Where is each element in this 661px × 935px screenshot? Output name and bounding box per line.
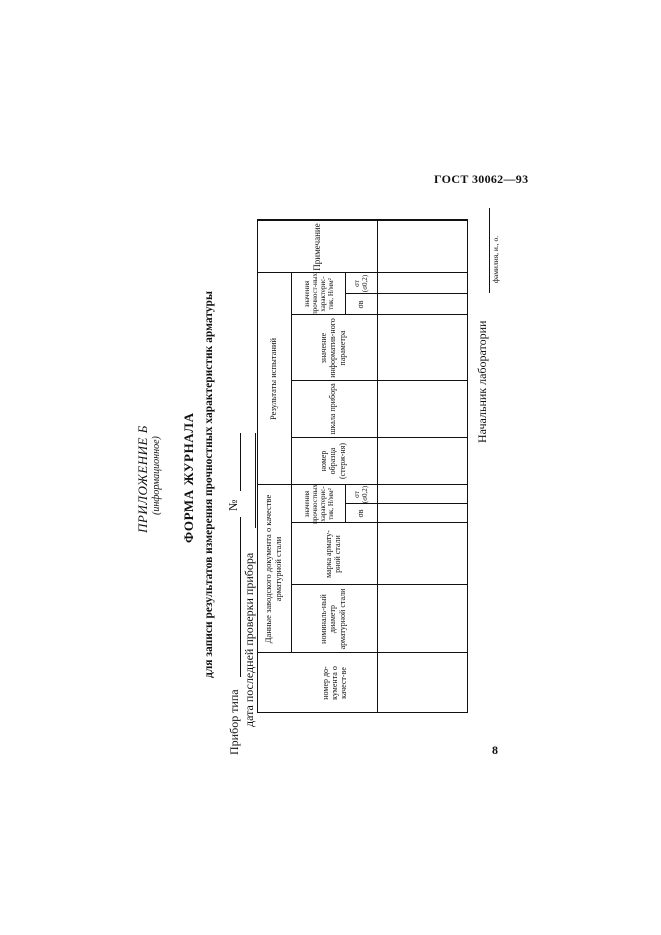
col-strength-values-1: значения прочностных характерис-тик, Н/м…: [302, 484, 336, 524]
col-nominal-diameter: номиналь-ный диаметр арматурной стали: [319, 588, 347, 650]
col-notes: Примечание: [311, 223, 322, 271]
signature-label: Начальник лаборатории: [475, 320, 489, 443]
device-type-field[interactable]: [240, 517, 241, 677]
col-device-scale: шкала прибора: [328, 383, 338, 435]
sigma-t-1: σт (σ0,2): [352, 485, 369, 504]
form-subtitle: для записи результатов измерения прочнос…: [203, 291, 215, 678]
group-factory-data: Данные заводского документа о качестве а…: [263, 494, 283, 644]
last-check-label: дата последней проверки прибора: [242, 552, 256, 727]
sigma-b-1: σв: [356, 509, 366, 518]
col-strength-values-2: значения прочност-ных характерис-тик, Н/…: [302, 273, 336, 315]
standard-number: ГОСТ 30062—93: [434, 172, 529, 186]
signature-field[interactable]: [489, 208, 490, 293]
rotated-form-page: ПРИЛОЖЕНИЕ Б (информационное) ФОРМА ЖУРН…: [123, 203, 523, 763]
col-informative-value: значение информатив-ного параметра: [319, 318, 347, 378]
form-title: ФОРМА ЖУРНАЛА: [181, 412, 196, 543]
number-sign: №: [226, 499, 240, 511]
col-sample-number: номер образца (стерж-ня): [319, 442, 347, 480]
sigma-b-2: σв: [356, 300, 366, 309]
appendix-subtitle: (информационное): [151, 436, 162, 515]
device-type-label: Прибор типа: [227, 689, 241, 755]
device-number-field[interactable]: [240, 433, 241, 491]
signature-hint: фамилия, и., о.: [491, 235, 500, 283]
last-check-field[interactable]: [255, 433, 256, 528]
sigma-t-2: σт (σ0,2): [352, 274, 369, 293]
journal-table: Данные заводского документа о качестве а…: [257, 219, 468, 713]
col-steel-grade: марка армату-рной стали: [323, 530, 342, 578]
appendix-title: ПРИЛОЖЕНИЕ Б: [135, 425, 150, 533]
page-number: 8: [492, 743, 498, 757]
col-doc-number: номер до-кумента о качест-ве: [320, 666, 349, 700]
group-test-results: Результаты испытаний: [268, 337, 279, 421]
